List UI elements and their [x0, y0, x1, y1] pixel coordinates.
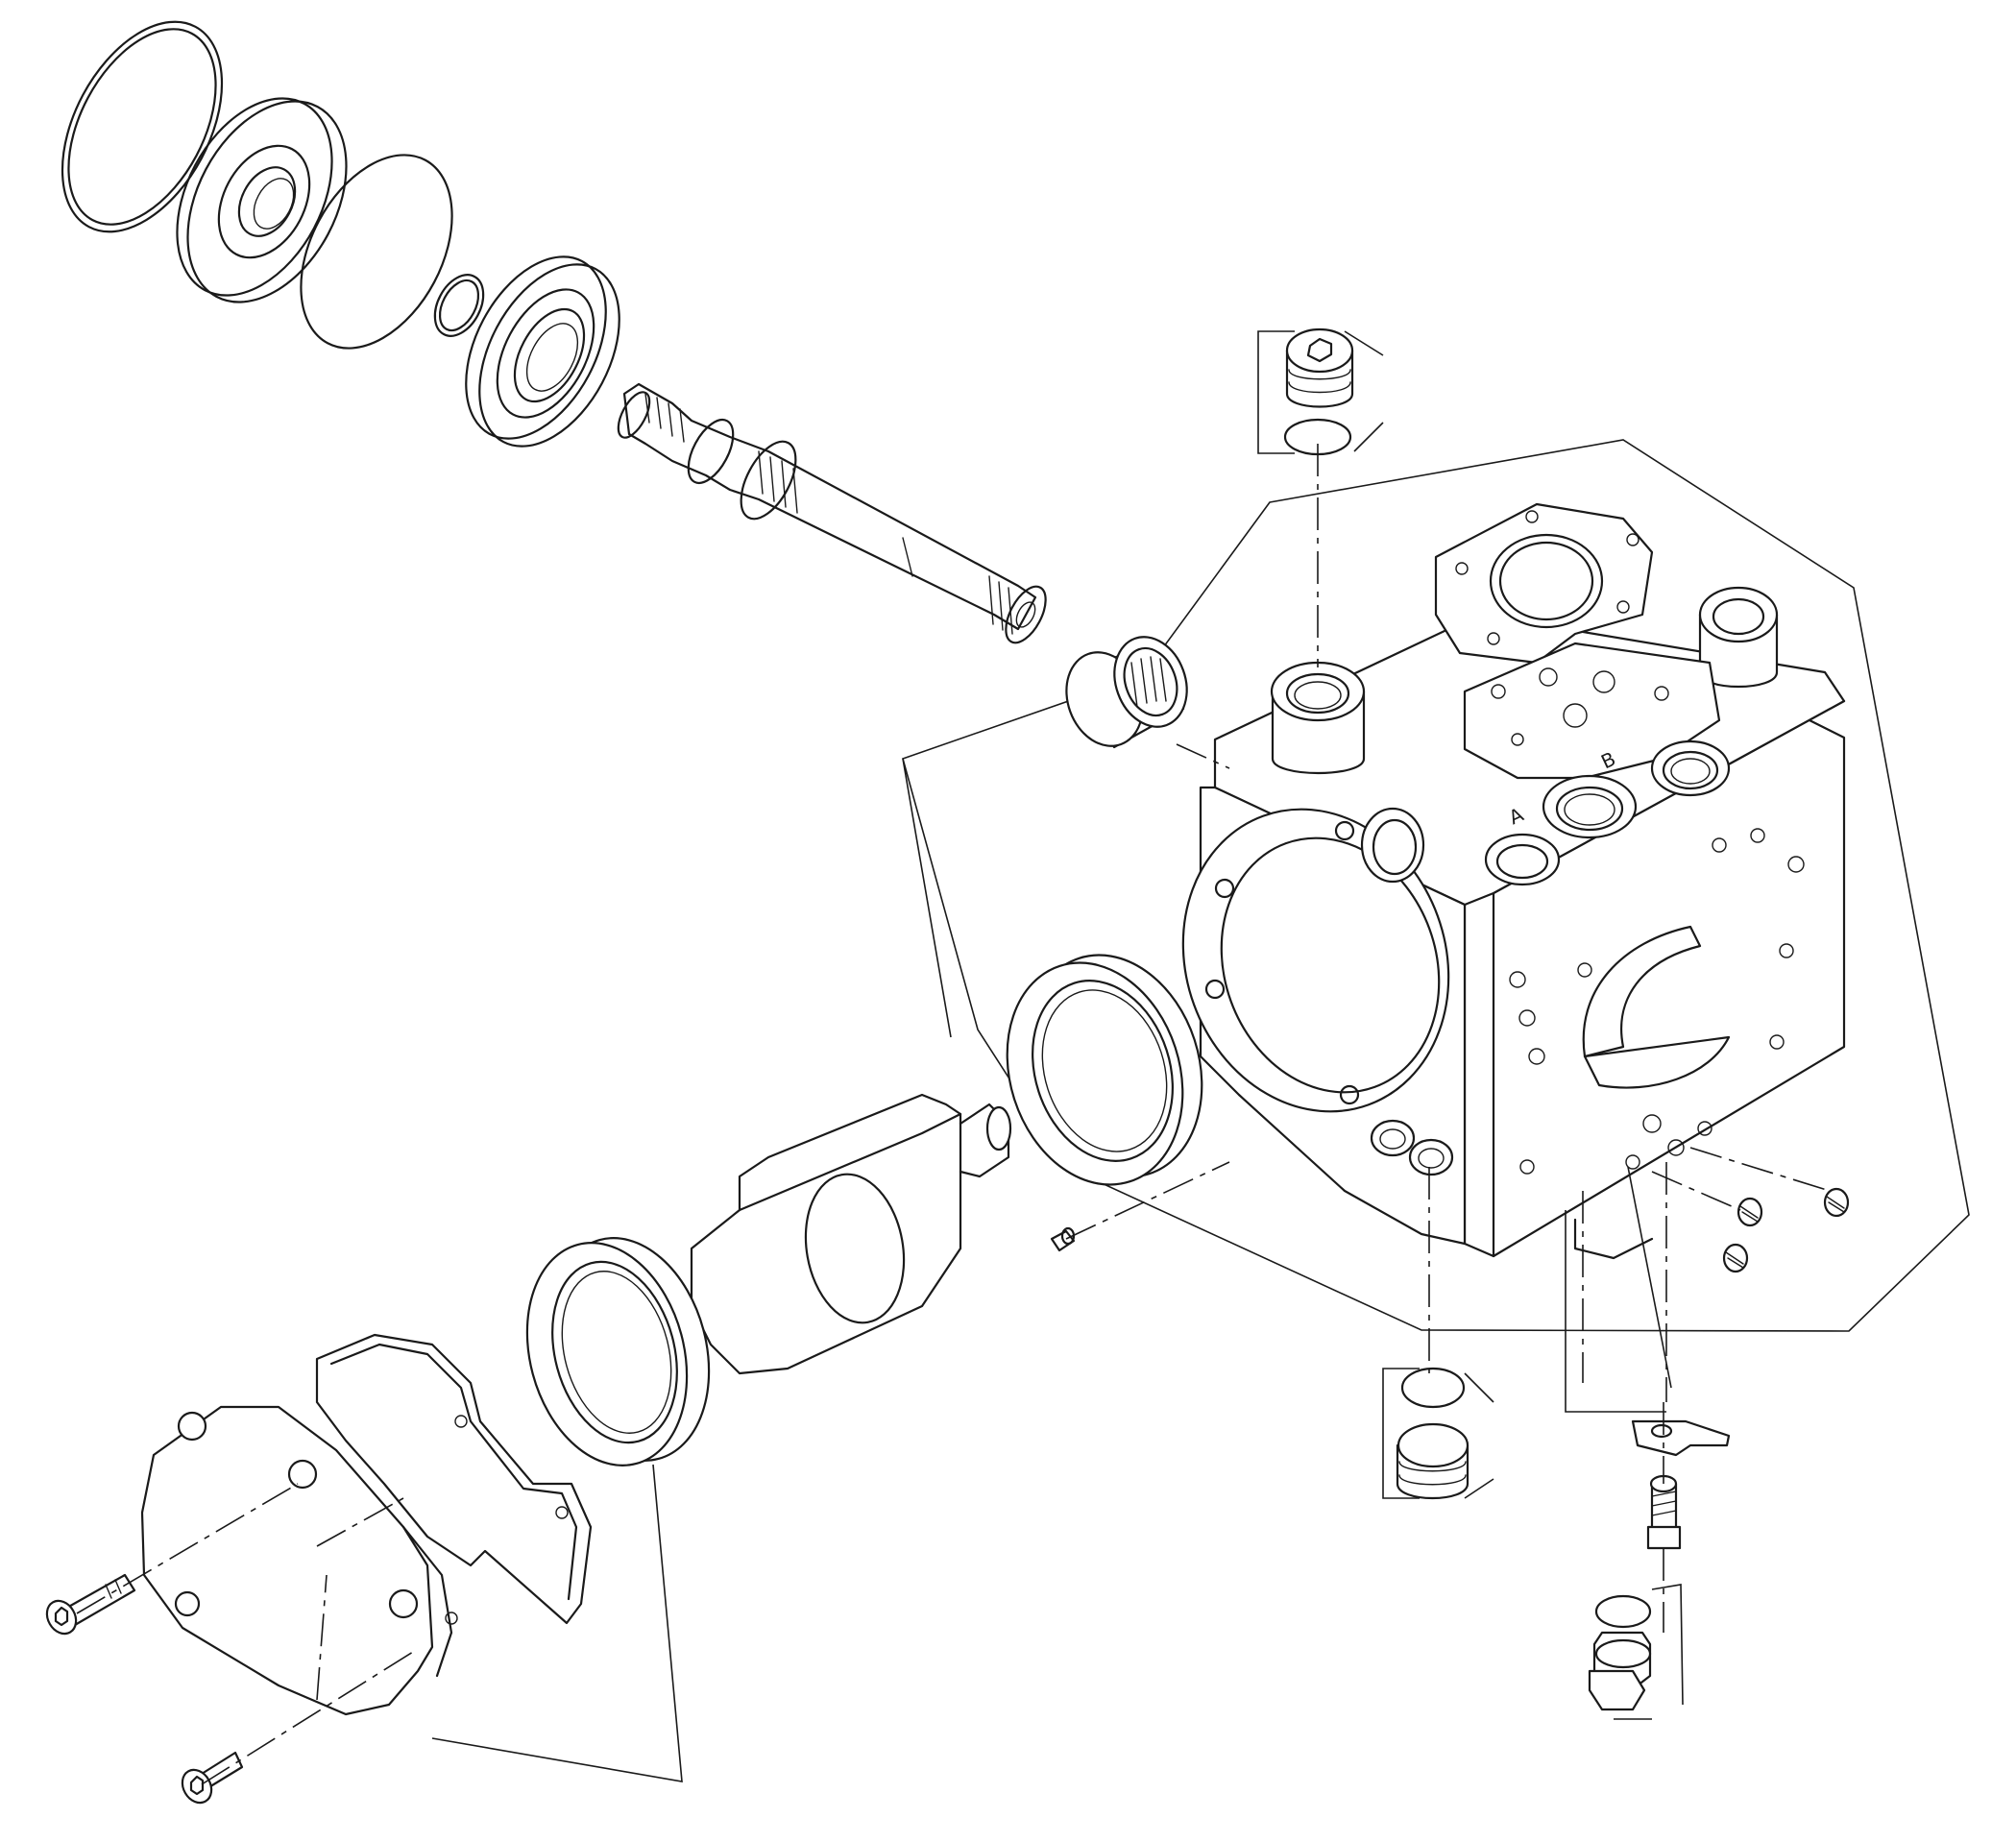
shaft-seal-group — [61, 20, 1047, 644]
port-boss-upper-left — [1270, 661, 1366, 775]
port-a — [1542, 774, 1638, 839]
set-screw-1 — [1737, 1197, 1763, 1227]
swash-plate — [690, 1093, 1012, 1375]
plug-bottom-center — [1396, 1422, 1469, 1499]
set-screw-3 — [1722, 1243, 1749, 1273]
set-screw-left — [1050, 1226, 1076, 1252]
pump-housing: A B — [1181, 502, 1846, 1260]
assembly-center-lines — [76, 444, 1831, 1785]
end-cover-gasket — [315, 1333, 593, 1625]
snap-ring — [433, 274, 485, 337]
plug-screw-top — [1285, 327, 1354, 408]
cap-screw-small — [1646, 1474, 1682, 1550]
lower-plug-group — [1382, 1367, 1494, 1499]
ball-bearing — [465, 255, 620, 448]
port-bottom-left — [1370, 1119, 1454, 1176]
housing-boundary-outline-left — [902, 758, 952, 1038]
port-b — [1650, 739, 1731, 797]
drive-shaft — [617, 382, 1047, 644]
seal-cover — [176, 97, 348, 303]
end-cover-group — [45, 1237, 711, 1805]
cap-screw-lower-left — [181, 1751, 244, 1805]
o-ring-large — [300, 154, 453, 350]
set-screw-2 — [1823, 1187, 1850, 1218]
needle-bearing-small — [1065, 636, 1188, 749]
plug-o-ring-right — [1594, 1594, 1652, 1629]
needle-bearing-large-left — [525, 1237, 711, 1466]
end-cover — [140, 1405, 453, 1716]
plug-o-ring-bottom — [1400, 1367, 1466, 1409]
clip-bracket — [1631, 1419, 1731, 1457]
needle-bearing-large-center — [1006, 954, 1203, 1186]
retaining-ring — [61, 20, 224, 233]
hex-plug-right — [1588, 1631, 1652, 1711]
port-side — [1360, 807, 1425, 884]
port-lower — [1484, 833, 1561, 886]
housing-boundary-outline — [902, 439, 1970, 1332]
bracket-group — [1565, 1166, 1731, 1720]
mounting-flange-plate — [1434, 502, 1654, 665]
upper-plug-group — [1257, 327, 1384, 456]
leader-line-bearing — [431, 1464, 683, 1782]
